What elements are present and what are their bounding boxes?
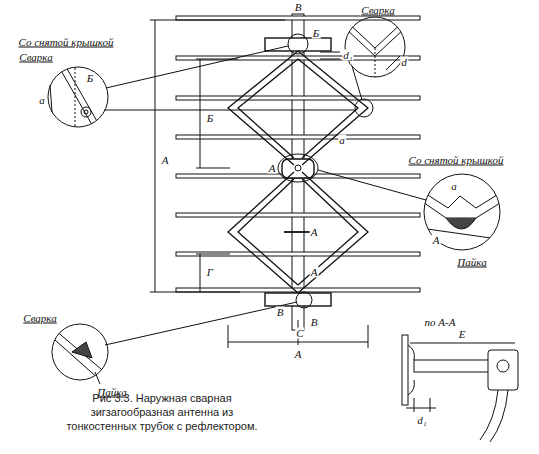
reflector-rod — [176, 288, 420, 292]
note: Сварка — [18, 52, 53, 63]
reflector-rod — [176, 96, 420, 100]
dimension: А — [294, 349, 303, 360]
dimension: Г — [206, 267, 214, 278]
reflector-rod — [176, 135, 420, 139]
dimension: а — [450, 181, 458, 192]
view-mark: В — [294, 2, 303, 13]
dimension: Е — [458, 329, 467, 340]
note: Со снятой крышкой — [408, 155, 505, 166]
detail-mark: А — [268, 163, 277, 174]
detail-mark: Б — [86, 73, 95, 84]
dimension: d — [400, 57, 408, 68]
dimension: А — [161, 155, 170, 166]
view-mark: В — [310, 317, 319, 328]
reflector-rod — [176, 213, 420, 217]
dimension: d₁ — [416, 415, 427, 426]
dimension: С — [295, 328, 304, 339]
dimension: d₁ — [342, 50, 353, 61]
note: Сварка — [360, 5, 395, 16]
note: Со снятой крышкой — [18, 37, 115, 48]
dimension: а — [338, 135, 346, 146]
dimension: а — [38, 95, 46, 106]
view-mark: В — [276, 307, 285, 318]
note: Сварка — [22, 313, 57, 324]
section-mark: А — [310, 267, 319, 278]
section-mark: А — [310, 227, 319, 238]
section-title: по А-А — [424, 317, 457, 328]
figure-caption: Рис 3.3. Наружная сварная зигзагообразна… — [62, 392, 262, 433]
detail-mark: Б — [312, 28, 321, 39]
detail-mark: А — [432, 235, 441, 246]
note: Пайка — [456, 257, 487, 268]
dimension: Б — [206, 113, 215, 124]
reflector-rod — [176, 252, 420, 256]
